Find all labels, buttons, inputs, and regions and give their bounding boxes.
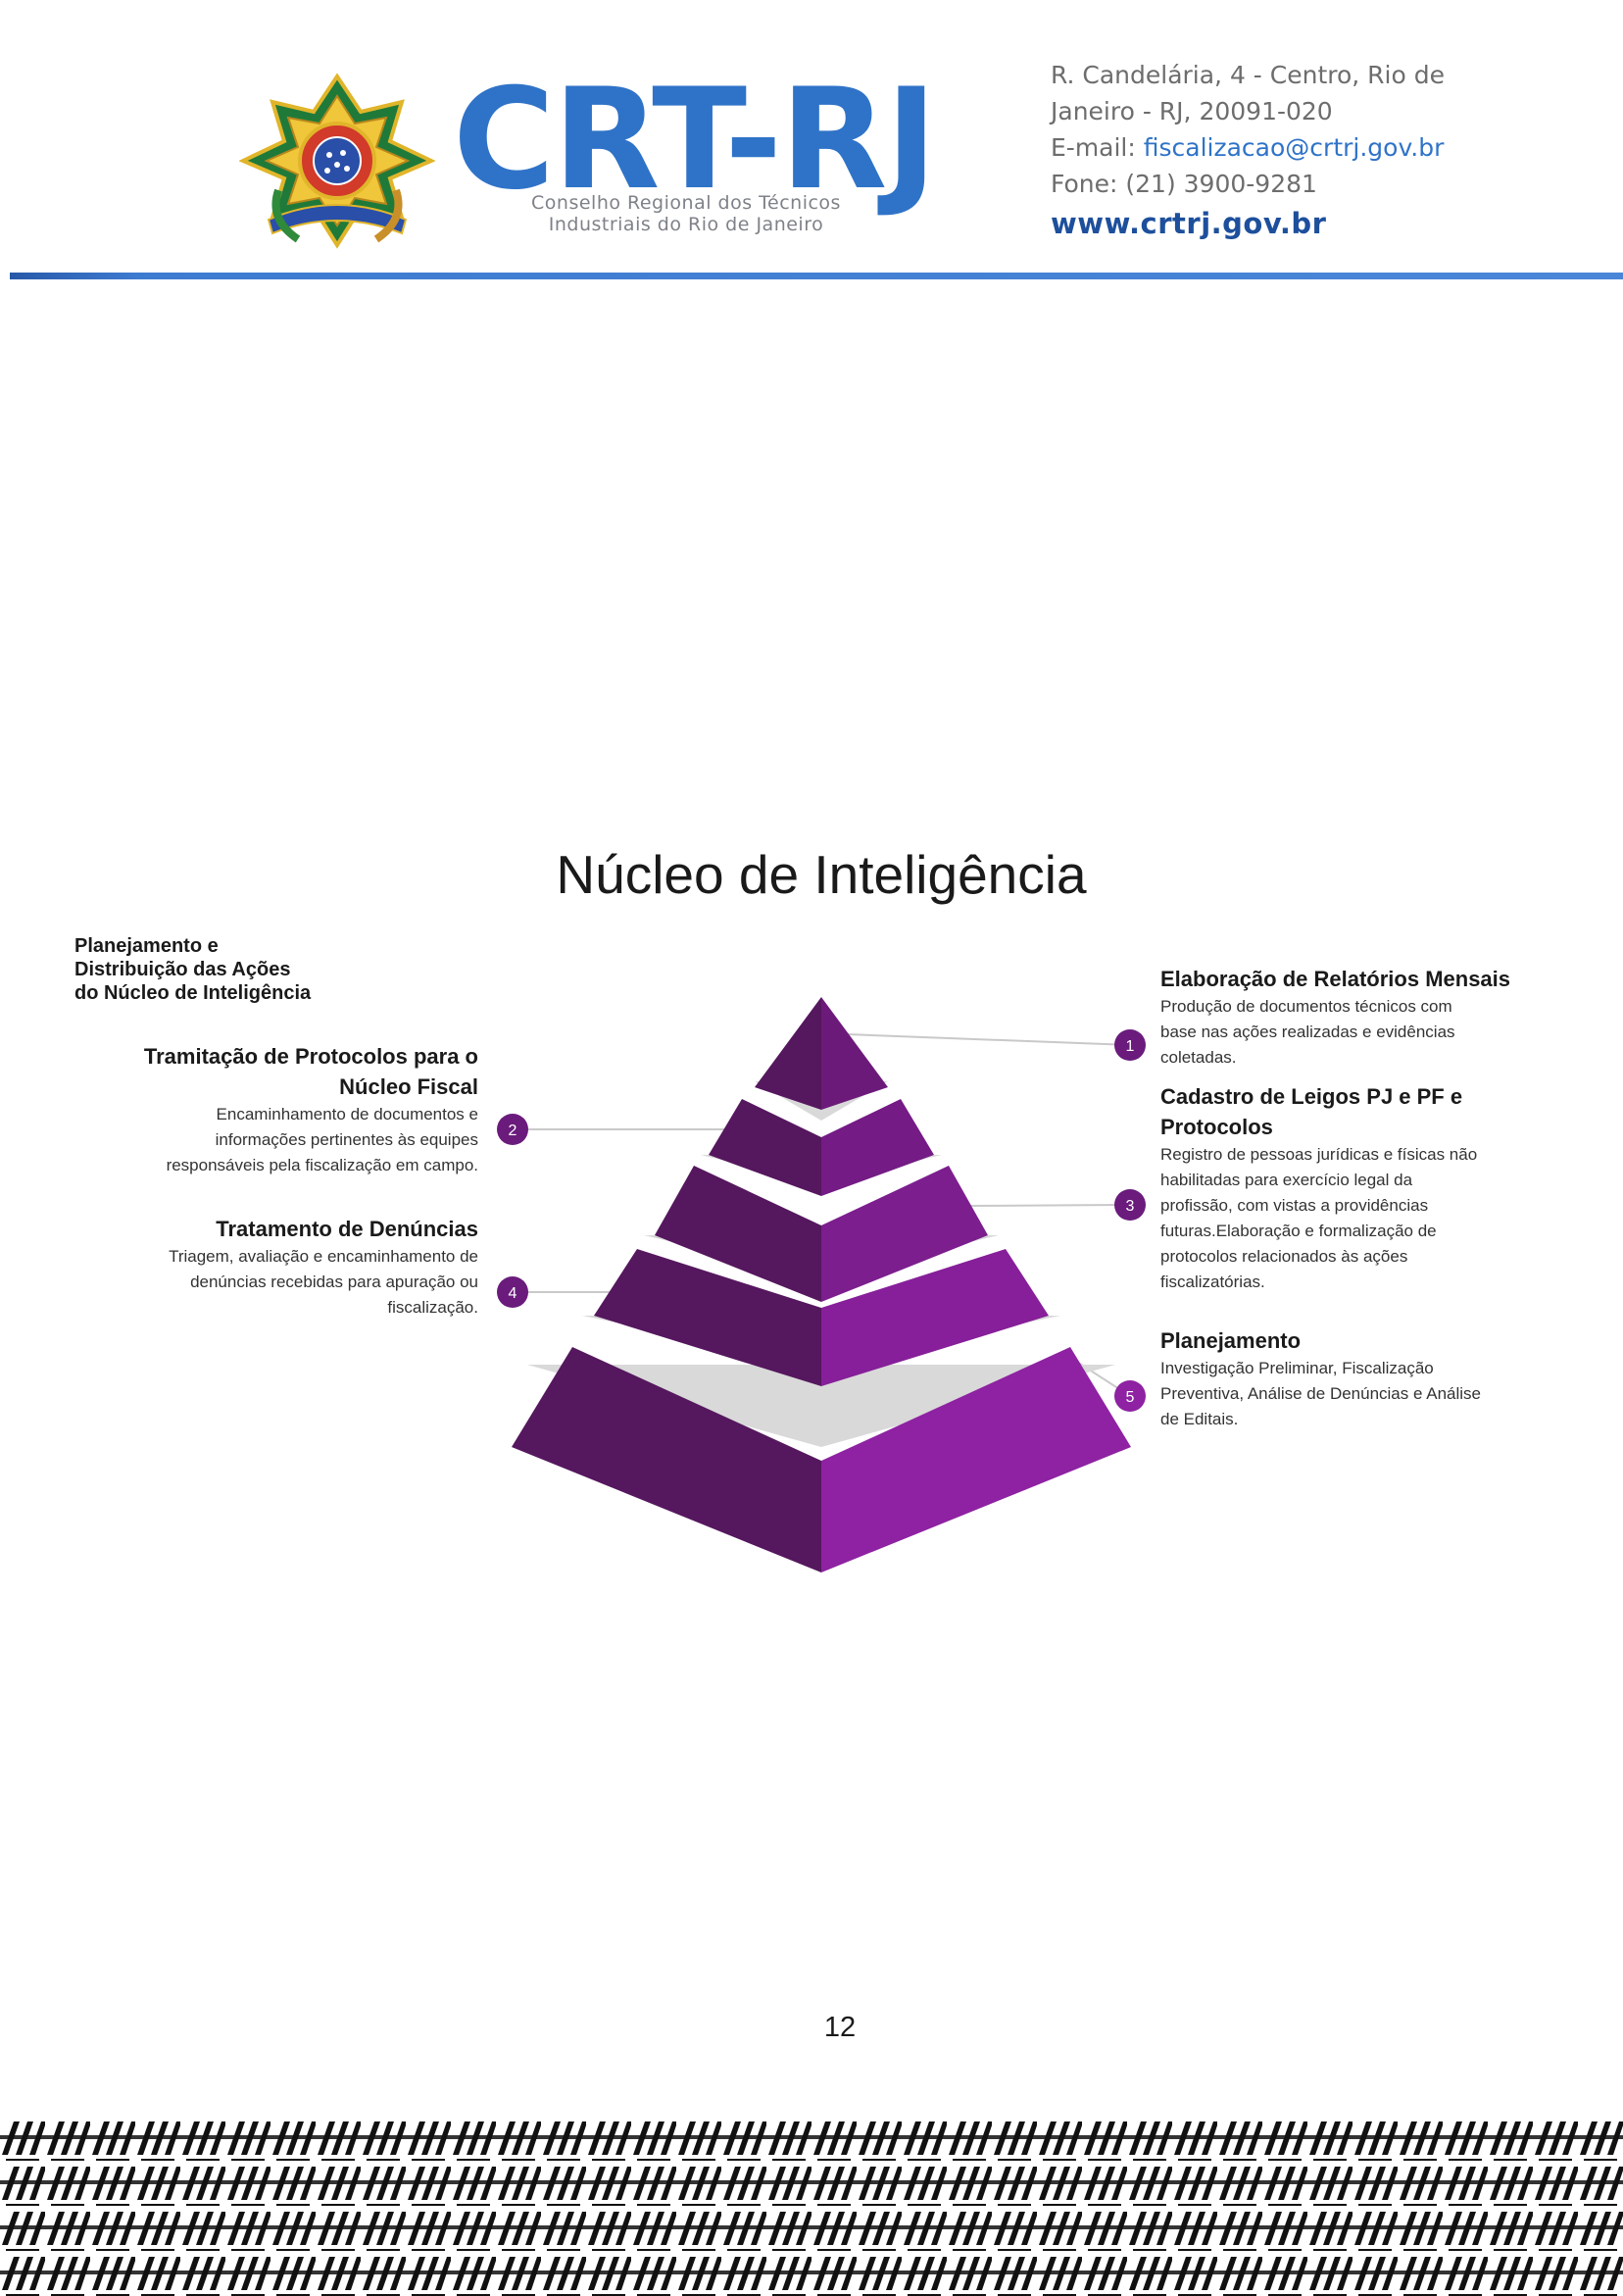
- connector-line: [967, 1204, 1131, 1207]
- desc-line: habilitadas para exercício legal da: [1160, 1171, 1413, 1189]
- diagram-title: Núcleo de Inteligência: [556, 844, 1087, 905]
- desc-line: Investigação Preliminar, Fiscalização: [1160, 1359, 1434, 1377]
- pyramid-tier-5-left: [512, 1347, 821, 1572]
- title-line: Tramitação de Protocolos para o: [143, 1044, 478, 1069]
- step-1-block: Elaboração de Relatórios Mensais Produçã…: [1160, 964, 1513, 1071]
- step-3-description: Registro de pessoas jurídicas e físicas …: [1160, 1142, 1513, 1295]
- address-line: R. Candelária, 4 - Centro, Rio de: [1051, 61, 1445, 89]
- pyramid-tier-2-right: [821, 1099, 934, 1196]
- pyramid-tier-3-right: [821, 1166, 988, 1302]
- logo-wordmark: CRT-RJ: [453, 59, 937, 221]
- website-link[interactable]: www.crtrj.gov.br: [1051, 207, 1327, 240]
- logo-subtitle: Conselho Regional dos Técnicos Industria…: [490, 192, 882, 235]
- pyramid-tier-5-right: [821, 1347, 1131, 1572]
- pyramid-tier-1-left: [755, 997, 821, 1110]
- step-3-title: Cadastro de Leigos PJ e PF e Protocolos: [1160, 1081, 1513, 1142]
- logo-subtitle-line: Industriais do Rio de Janeiro: [548, 214, 824, 235]
- desc-line: de Editais.: [1160, 1410, 1239, 1428]
- email-link[interactable]: fiscalizacao@crtrj.gov.br: [1143, 133, 1445, 162]
- step-4-description: Triagem, avaliação e encaminhamento de d…: [125, 1244, 478, 1321]
- page-number: 12: [823, 2012, 857, 2043]
- title-line: Cadastro de Leigos PJ e PF e: [1160, 1084, 1463, 1109]
- address-line: Janeiro - RJ, 20091-020: [1051, 97, 1333, 125]
- step-number-3: 3: [1126, 1198, 1135, 1215]
- desc-line: Encaminhamento de documentos e: [216, 1105, 478, 1123]
- step-5-block: Planejamento Investigação Preliminar, Fi…: [1160, 1325, 1513, 1432]
- desc-line: base nas ações realizadas e evidências: [1160, 1023, 1455, 1041]
- logo-subtitle-line: Conselho Regional dos Técnicos: [531, 192, 841, 214]
- contact-info: R. Candelária, 4 - Centro, Rio de Janeir…: [1051, 57, 1445, 242]
- desc-line: fiscalização.: [387, 1298, 478, 1317]
- title-line: Protocolos: [1160, 1115, 1273, 1139]
- step-4-title: Tratamento de Denúncias: [216, 1217, 478, 1241]
- pyramid-tier-4-right: [821, 1249, 1049, 1386]
- email-label: E-mail:: [1051, 133, 1144, 162]
- step-5-title: Planejamento: [1160, 1328, 1302, 1353]
- pyramid-band: [527, 1365, 1115, 1447]
- step-badge-4: [497, 1276, 528, 1308]
- step-badge-3: [1114, 1189, 1146, 1221]
- desc-line: fiscalizatórias.: [1160, 1273, 1265, 1291]
- pyramid-tier-4-left: [594, 1249, 821, 1386]
- step-1-title: Elaboração de Relatórios Mensais: [1160, 967, 1511, 991]
- desc-line: Produção de documentos técnicos com: [1160, 997, 1452, 1016]
- step-number-4: 4: [509, 1285, 517, 1302]
- step-5-description: Investigação Preliminar, Fiscalização Pr…: [1160, 1356, 1513, 1432]
- desc-line: informações pertinentes às equipes: [215, 1130, 478, 1149]
- desc-line: denúncias recebidas para apuração ou: [190, 1273, 478, 1291]
- step-2-description: Encaminhamento de documentos e informaçõ…: [125, 1102, 478, 1178]
- desc-line: coletadas.: [1160, 1048, 1237, 1067]
- desc-line: responsáveis pela fiscalização em campo.: [166, 1156, 478, 1174]
- connector-line: [820, 1032, 1131, 1046]
- step-badge-1: [1114, 1029, 1146, 1061]
- email-line: E-mail: fiscalizacao@crtrj.gov.br: [1051, 129, 1445, 166]
- step-2-title: Tramitação de Protocolos para o Núcleo F…: [125, 1041, 478, 1102]
- footer-decorative-pattern: [0, 2116, 1623, 2296]
- title-line: Núcleo Fiscal: [339, 1074, 478, 1099]
- desc-line: protocolos relacionados às ações: [1160, 1247, 1408, 1266]
- step-number-1: 1: [1126, 1038, 1135, 1055]
- step-number-2: 2: [509, 1123, 517, 1139]
- header-divider: [10, 273, 1623, 279]
- desc-line: Registro de pessoas jurídicas e físicas …: [1160, 1145, 1478, 1164]
- brazil-coat-of-arms-emblem: [239, 73, 435, 249]
- step-number-5: 5: [1126, 1389, 1135, 1406]
- side-heading-line: do Núcleo de Inteligência: [74, 982, 312, 1004]
- phone-line: Fone: (21) 3900-9281: [1051, 170, 1317, 198]
- desc-line: futuras.Elaboração e formalização de: [1160, 1222, 1437, 1240]
- desc-line: profissão, com vistas a providências: [1160, 1196, 1429, 1215]
- step-1-description: Produção de documentos técnicos com base…: [1160, 994, 1513, 1071]
- pyramid-tier-3-left: [655, 1166, 821, 1302]
- pyramid-tier-1-right: [821, 997, 888, 1110]
- side-heading-line: Planejamento e: [74, 935, 219, 957]
- step-badge-5: [1114, 1380, 1146, 1412]
- step-badge-2: [497, 1114, 528, 1145]
- pyramid-tier-2-left: [709, 1099, 821, 1196]
- side-heading-line: Distribuição das Ações: [74, 959, 291, 980]
- desc-line: Preventiva, Análise de Denúncias e Análi…: [1160, 1384, 1481, 1403]
- desc-line: Triagem, avaliação e encaminhamento de: [169, 1247, 478, 1266]
- step-2-block: Tramitação de Protocolos para o Núcleo F…: [125, 1041, 478, 1178]
- side-heading: Planejamento e Distribuição das Ações do…: [74, 934, 311, 1005]
- step-3-block: Cadastro de Leigos PJ e PF e Protocolos …: [1160, 1081, 1513, 1295]
- step-4-block: Tratamento de Denúncias Triagem, avaliaç…: [125, 1214, 478, 1321]
